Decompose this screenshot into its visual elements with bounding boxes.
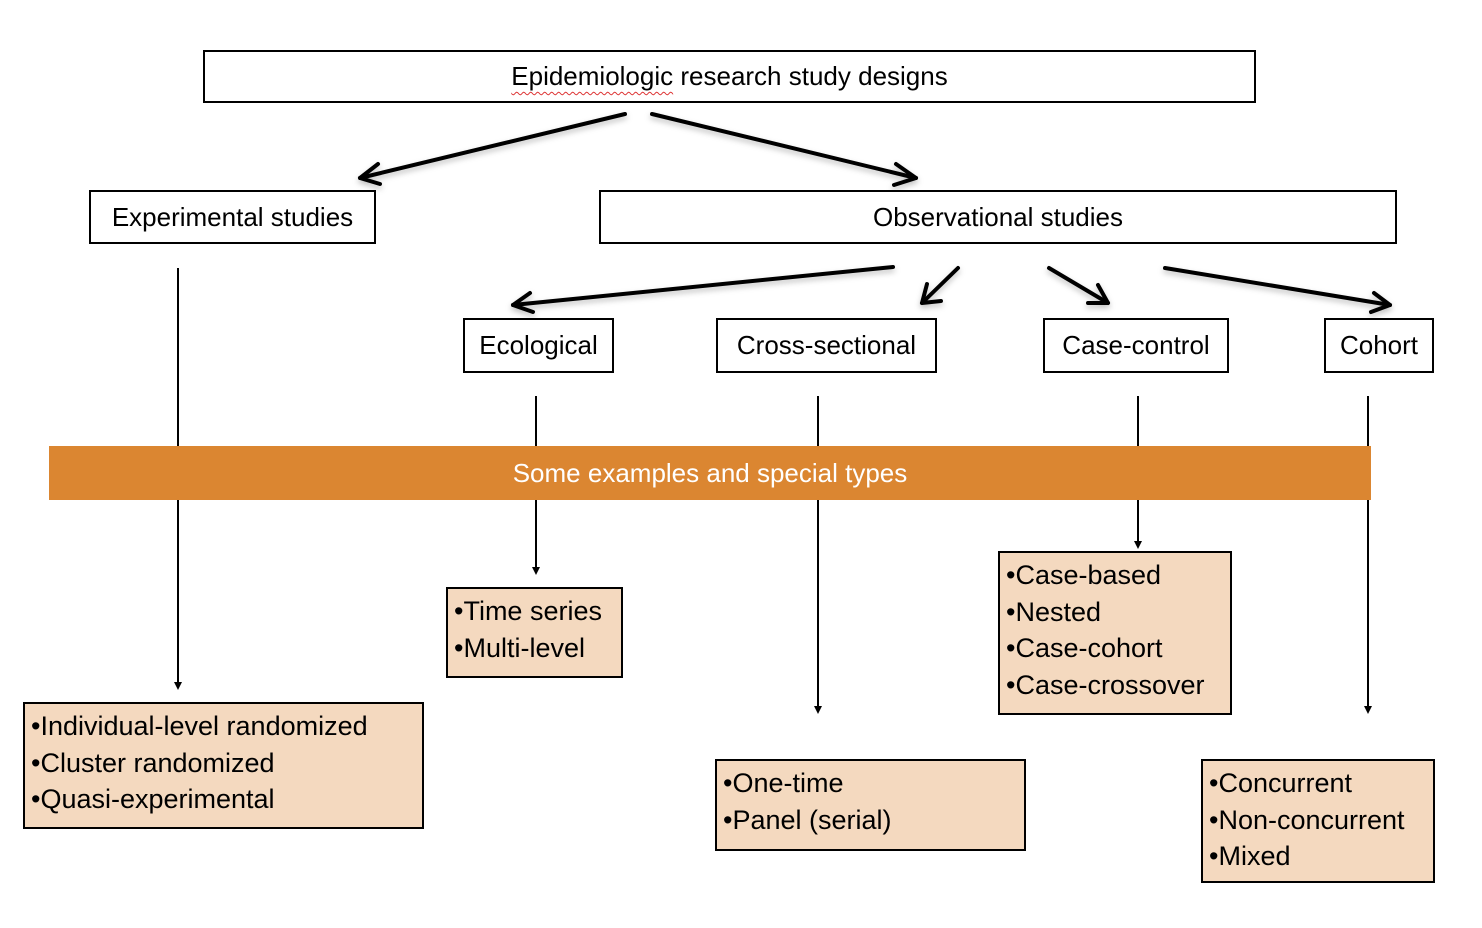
cross-sectional-node: Cross-sectional [716, 318, 937, 373]
list-item: •Case-crossover [1006, 669, 1205, 700]
cohort-node: Cohort [1324, 318, 1434, 373]
root-title-part1: Epidemiologic [511, 61, 674, 91]
cross-sectional-label: Cross-sectional [736, 330, 917, 360]
root-to-experimental-arrow [358, 112, 627, 186]
observational-to-cohort-arrow [1163, 266, 1392, 314]
cohort-examples: •Concurrent •Non-concurrent •Mixed [1201, 759, 1435, 883]
cohort-label: Cohort [1339, 330, 1419, 360]
experimental-node: Experimental studies [89, 190, 376, 244]
examples-banner: Some examples and special types [49, 446, 1371, 500]
ecological-node: Ecological [463, 318, 614, 373]
observational-to-cross-sectional-arrow [920, 266, 960, 305]
list-item: •Panel (serial) [723, 804, 892, 835]
root-node: Epidemiologic research study designs [203, 50, 1256, 103]
root-to-observational-arrow [650, 112, 918, 187]
list-item: •Concurrent [1209, 768, 1353, 798]
case-control-examples: •Case-based •Nested •Case-cohort •Case-c… [998, 551, 1232, 715]
root-title: Epidemiologic research study designs [511, 61, 947, 92]
list-item: •Time series [454, 596, 602, 626]
experimental-examples: •Individual-level randomized •Cluster ra… [23, 702, 424, 829]
list-item: •Quasi-experimental [31, 784, 275, 814]
cross-sectional-examples: •One-time •Panel (serial) [715, 759, 1026, 851]
experimental-label: Experimental studies [111, 201, 354, 232]
list-item: •Nested [1006, 596, 1102, 627]
cohort-down-arrow [1364, 396, 1372, 714]
observational-label: Observational studies [872, 201, 1124, 232]
list-item: •One-time [723, 768, 844, 798]
ecological-examples: •Time series •Multi-level [446, 587, 623, 678]
case-control-label: Case-control [1062, 330, 1210, 360]
observational-node: Observational studies [599, 190, 1397, 244]
observational-to-case-control-arrow [1047, 266, 1110, 305]
cross-sectional-down-arrow [814, 396, 822, 714]
case-control-node: Case-control [1043, 318, 1229, 373]
root-title-part2: research study designs [673, 61, 948, 91]
list-item: •Mixed [1209, 841, 1291, 871]
list-item: •Cluster randomized [31, 747, 275, 778]
list-item: •Non-concurrent [1209, 804, 1405, 835]
banner-label: Some examples and special types [512, 457, 908, 488]
list-item: •Individual-level randomized [31, 711, 368, 741]
list-item: •Case-cohort [1006, 633, 1163, 663]
observational-to-ecological-arrow [511, 265, 895, 314]
list-item: •Case-based [1006, 560, 1162, 590]
ecological-label: Ecological [479, 330, 598, 360]
list-item: •Multi-level [454, 632, 585, 663]
